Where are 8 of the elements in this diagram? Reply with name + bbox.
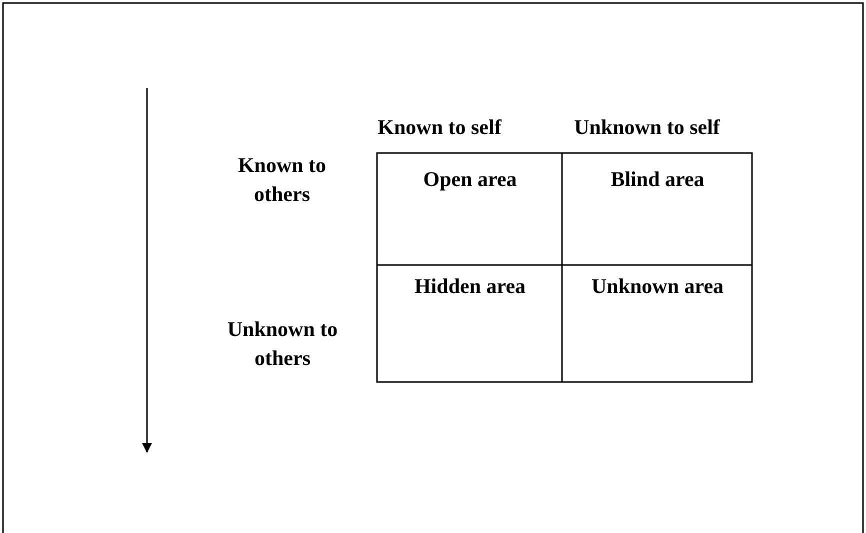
quadrant-label: Blind area — [610, 166, 706, 193]
column-header: Unknown to self — [573, 114, 721, 141]
row-header: Known to others — [236, 152, 328, 208]
row-header: Unknown to others — [226, 316, 339, 372]
quadrant-label: Hidden area — [413, 273, 527, 300]
column-header: Known to self — [376, 114, 502, 141]
quadrant-label: Unknown area — [590, 273, 725, 300]
quadrant-label: Open area — [422, 166, 518, 193]
